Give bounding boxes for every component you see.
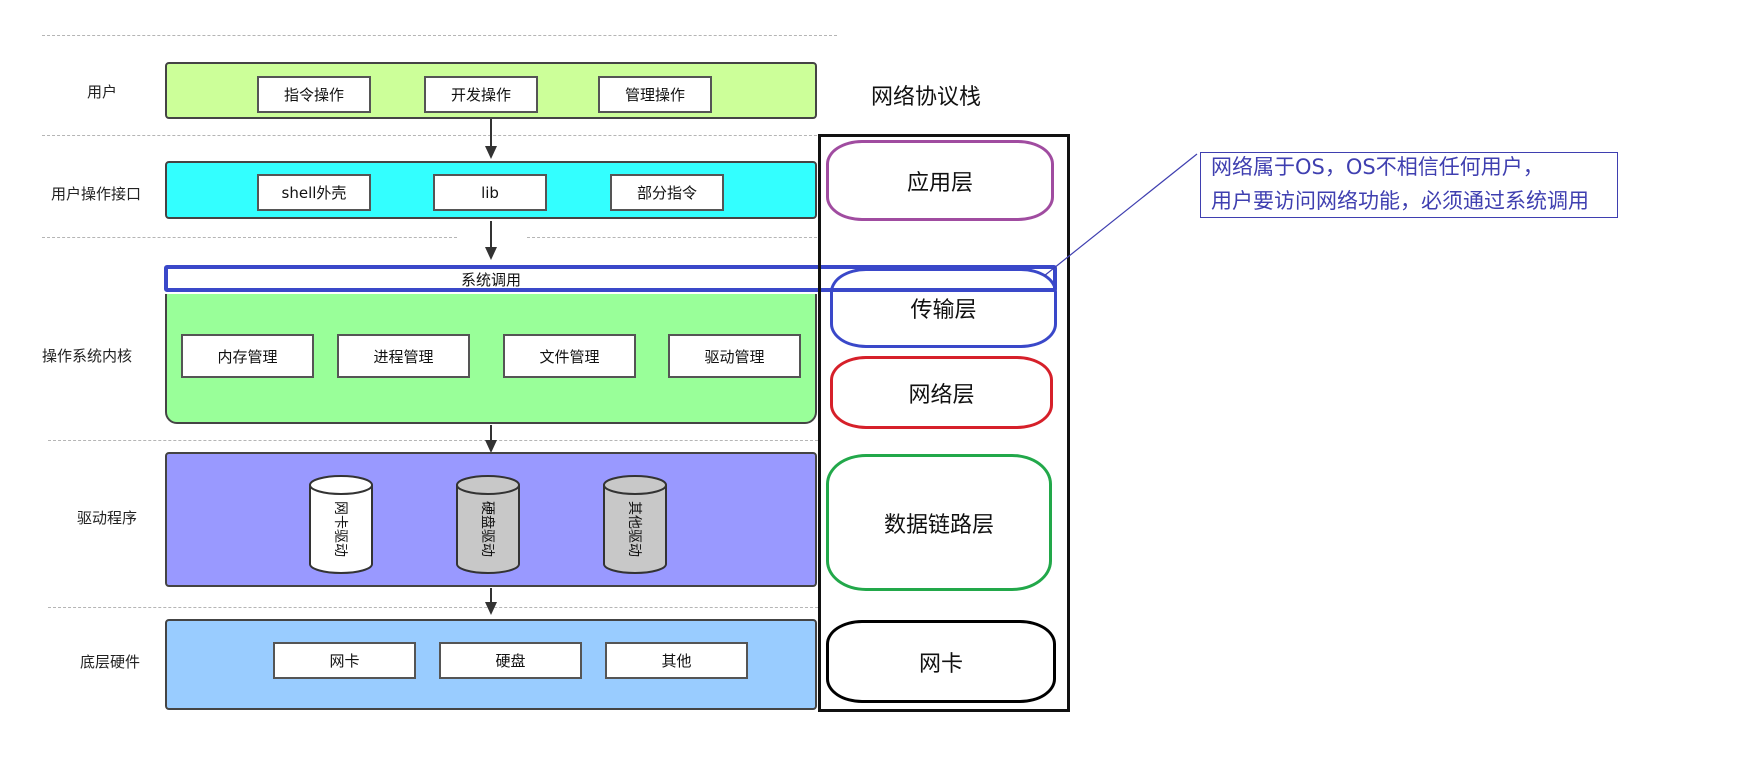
row-label-hardware: 底层硬件 <box>80 653 141 671</box>
protocol-stack-frame <box>818 134 1070 712</box>
other-driver-label: 其他驱动 <box>626 501 642 557</box>
row-label-user-interface: 用户操作接口 <box>51 185 142 203</box>
other-driver-cylinder: 其他驱动 <box>602 475 668 575</box>
row-label-user: 用户 <box>87 83 118 101</box>
row-label-kernel: 操作系统内核 <box>42 347 133 365</box>
hardware-other: 其他 <box>605 642 748 679</box>
interface-partial-commands: 部分指令 <box>610 174 724 211</box>
separator-interface-right <box>527 237 817 238</box>
kernel-driver-mgmt: 驱动管理 <box>668 334 801 378</box>
arrow-user-to-interface <box>490 119 492 147</box>
nic-driver-cylinder: 网卡驱动 <box>308 475 374 575</box>
interface-shell: shell外壳 <box>257 174 371 211</box>
arrow-driver-to-hardware <box>490 588 492 603</box>
layer-datalink: 数据链路层 <box>826 454 1052 591</box>
separator-user <box>42 135 837 136</box>
arrow-head-user <box>485 146 497 159</box>
separator-kernel <box>48 440 818 441</box>
separator-top <box>42 35 837 36</box>
disk-driver-cylinder: 硬盘驱动 <box>455 475 521 575</box>
nic-driver-label: 网卡驱动 <box>332 501 348 557</box>
arrow-head-kernel <box>485 440 497 453</box>
protocol-stack-title: 网络协议栈 <box>871 85 982 110</box>
user-op-develop: 开发操作 <box>424 76 538 113</box>
syscall-highlight <box>164 265 1057 292</box>
arrow-interface-to-kernel <box>490 221 492 248</box>
note-box: 网络属于OS，OS不相信任何用户， 用户要访问网络功能，必须通过系统调用 <box>1200 152 1618 218</box>
user-op-command: 指令操作 <box>257 76 371 113</box>
layer-nic: 网卡 <box>826 620 1056 703</box>
disk-driver-label: 硬盘驱动 <box>479 501 495 557</box>
kernel-process-mgmt: 进程管理 <box>337 334 470 378</box>
interface-lib: lib <box>433 174 547 211</box>
note-line-2: 用户要访问网络功能，必须通过系统调用 <box>1211 189 1589 213</box>
syscall-label: 系统调用 <box>460 270 521 289</box>
separator-driver <box>48 607 818 608</box>
layer-application: 应用层 <box>826 140 1054 221</box>
note-line-1: 网络属于OS，OS不相信任何用户， <box>1211 155 1544 179</box>
arrow-head-driver <box>485 602 497 615</box>
arrow-kernel-to-driver <box>490 425 492 441</box>
kernel-file-mgmt: 文件管理 <box>503 334 636 378</box>
kernel-memory-mgmt: 内存管理 <box>181 334 314 378</box>
layer-network: 网络层 <box>830 356 1053 429</box>
separator-interface-left <box>42 237 457 238</box>
arrow-head-interface <box>485 247 497 260</box>
hardware-nic: 网卡 <box>273 642 416 679</box>
user-op-manage: 管理操作 <box>598 76 712 113</box>
note-callout-line <box>1043 153 1198 277</box>
layer-transport: 传输层 <box>830 268 1057 348</box>
row-label-driver: 驱动程序 <box>77 509 138 527</box>
hardware-disk: 硬盘 <box>439 642 582 679</box>
